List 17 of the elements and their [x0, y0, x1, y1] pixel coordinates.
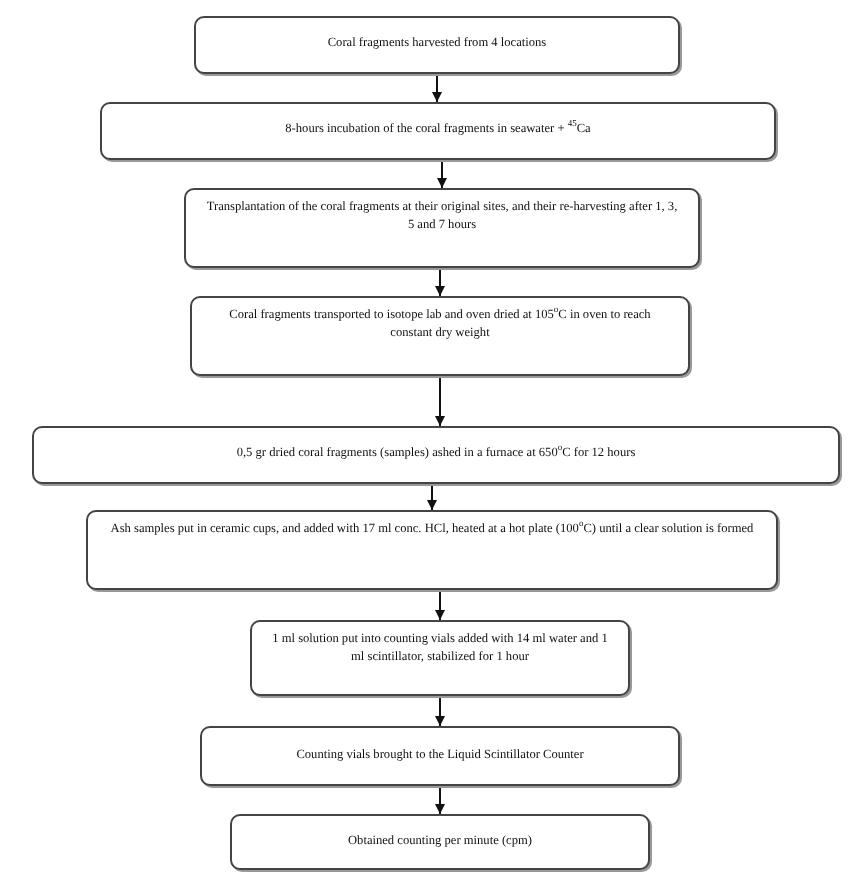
process-box — [230, 814, 650, 870]
arrow — [427, 483, 437, 511]
process-box — [184, 188, 700, 268]
process-box — [100, 102, 776, 160]
arrow — [435, 267, 445, 297]
process-box — [86, 510, 778, 590]
process-box — [250, 620, 630, 696]
arrow — [435, 695, 445, 727]
arrow — [435, 785, 445, 815]
process-box — [190, 296, 690, 376]
process-box — [200, 726, 680, 786]
process-box — [194, 16, 680, 74]
arrow — [435, 375, 445, 427]
arrow — [437, 159, 447, 189]
arrow — [435, 589, 445, 621]
process-box — [32, 426, 840, 484]
arrow — [432, 73, 442, 103]
